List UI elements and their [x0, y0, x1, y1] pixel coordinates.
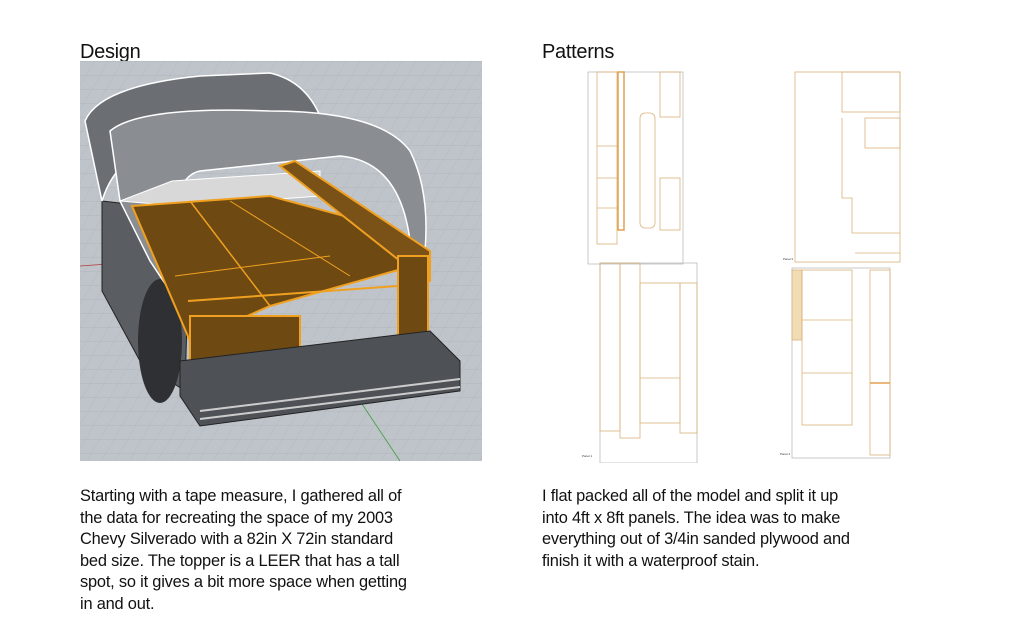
text-line: Starting with a tape measure, I gathered…: [80, 487, 402, 505]
patterns-heading: Patterns: [542, 41, 615, 63]
flat-pack-panel-patterns: Panel 2 Panel 1 Panel 4: [582, 71, 901, 463]
panel-label: Panel 2: [783, 257, 794, 261]
patterns-description: I flat packed all of the model and split…: [542, 486, 850, 572]
panel-label: Panel 1: [582, 454, 593, 458]
design-heading: Design: [80, 41, 141, 63]
text-line: bed size. The topper is a LEER that has …: [80, 551, 400, 570]
text-line: spot, so it gives a bit more space when …: [80, 573, 407, 592]
text-line: the data for recreating the space of my …: [80, 508, 393, 527]
panel-label: Panel 4: [780, 452, 791, 456]
pattern-panel-top-right: [794, 71, 901, 263]
pattern-panel-bottom-right: [791, 267, 891, 459]
pattern-panel-top-left: [587, 71, 684, 265]
text-line: everything out of 3/4in sanded plywood a…: [542, 530, 850, 549]
text-line: I flat packed all of the model and split…: [542, 487, 839, 505]
pattern-panel-bottom-left: [599, 262, 698, 463]
design-description: Starting with a tape measure, I gathered…: [80, 486, 407, 616]
text-line: in and out.: [80, 594, 155, 613]
text-line: Chevy Silverado with a 82in X 72in stand…: [80, 530, 394, 549]
text-line: finish it with a waterproof stain.: [542, 551, 760, 570]
truck-bed-3d-render: [80, 61, 482, 461]
text-line: into 4ft x 8ft panels. The idea was to m…: [542, 508, 841, 527]
